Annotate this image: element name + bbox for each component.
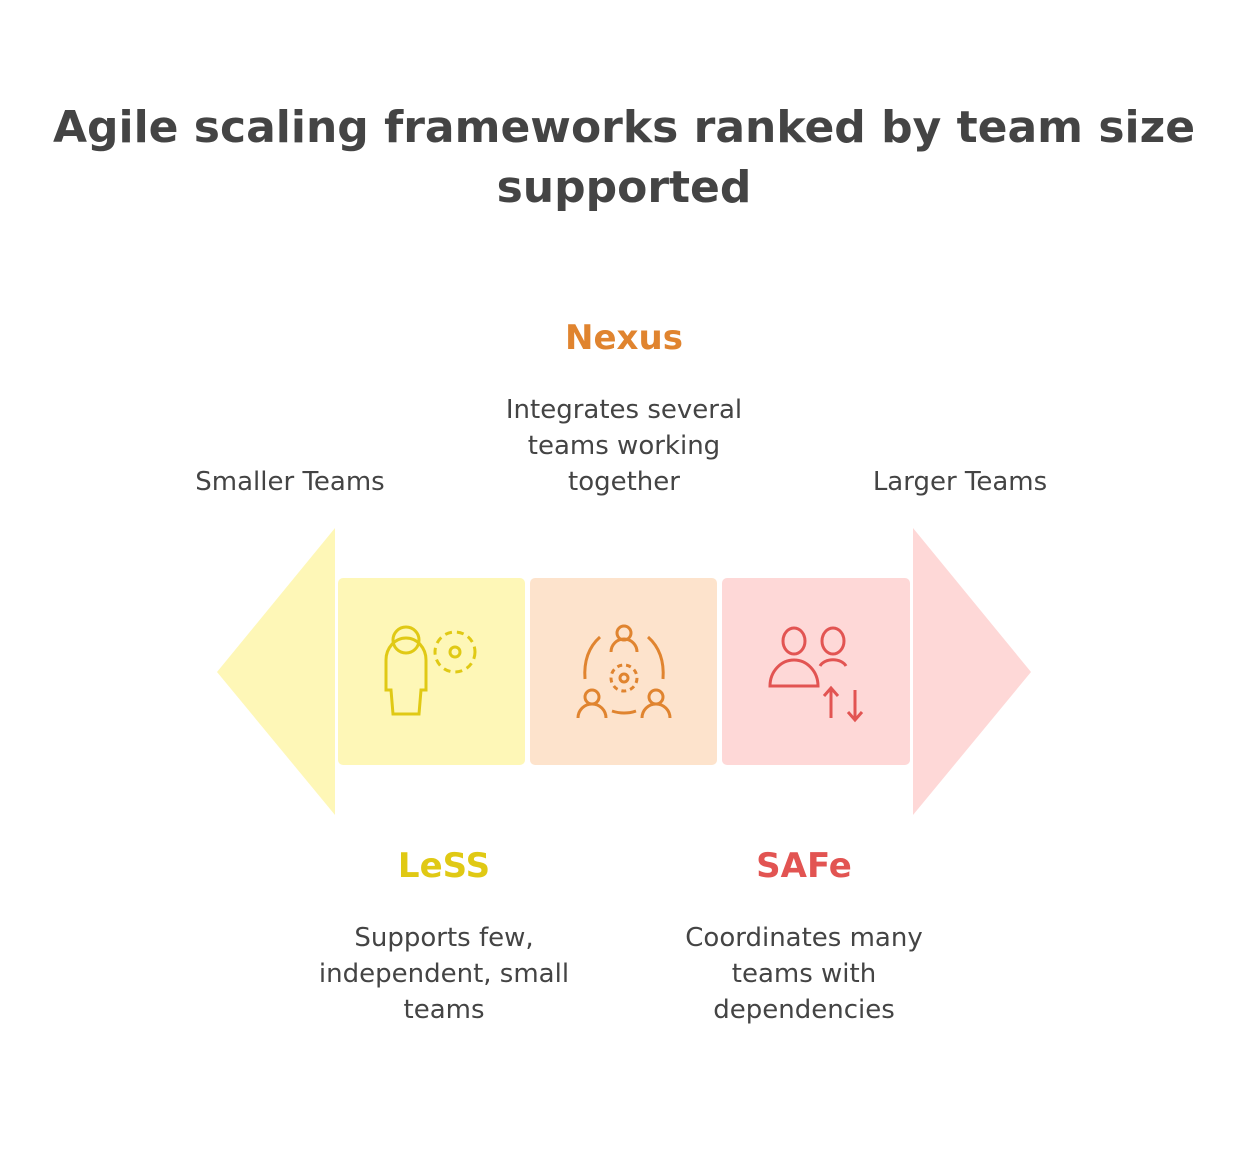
less-title: LeSS	[397, 846, 491, 886]
nexus-title: Nexus	[565, 318, 683, 358]
users-exchange-icon	[768, 626, 864, 723]
nexus-description: Integrates several teams working togethe…	[505, 395, 743, 497]
less-block	[338, 578, 525, 765]
person-gear-icon	[384, 625, 477, 716]
safe-description: Coordinates many teams with dependencies	[685, 923, 923, 1025]
safe-block	[722, 578, 910, 765]
nexus-block	[530, 578, 717, 765]
left-arrowhead	[217, 528, 335, 815]
team-gear-icon	[576, 624, 672, 719]
less-description: Supports few, independent, small teams	[318, 923, 570, 1025]
right-arrowhead	[913, 528, 1031, 815]
larger-teams-label: Larger Teams	[872, 467, 1048, 497]
safe-title: SAFe	[756, 846, 852, 886]
smaller-teams-label: Smaller Teams	[195, 467, 385, 497]
page-title: Agile scaling frameworks ranked by team …	[52, 102, 1196, 213]
